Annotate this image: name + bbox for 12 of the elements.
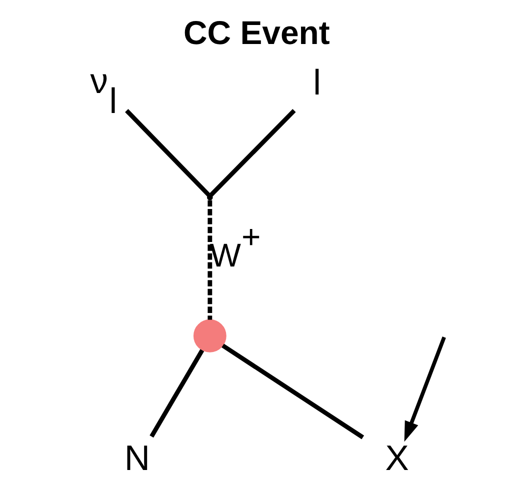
connector: [149, 348, 204, 438]
connector: [124, 108, 210, 196]
node-text: l: [312, 62, 321, 102]
connector: [207, 200, 212, 320]
node-text: X: [384, 437, 408, 478]
arrow: [404, 336, 446, 442]
node-text: N: [124, 437, 150, 478]
node-circle: [192, 318, 226, 352]
connector: [221, 343, 364, 439]
connector: [208, 108, 296, 196]
node-point: [206, 194, 212, 200]
diagram-title: CC Event: [183, 14, 330, 51]
